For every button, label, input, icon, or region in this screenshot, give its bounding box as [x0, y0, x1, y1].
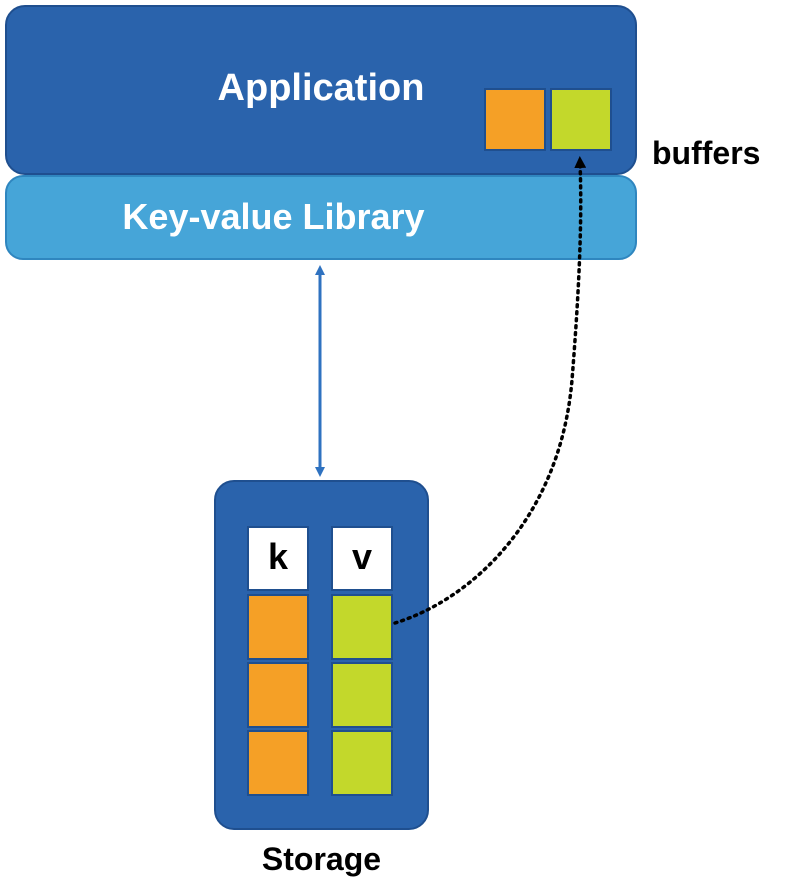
- application-title: Application: [217, 67, 425, 109]
- value-buffer: [550, 88, 612, 151]
- key-column-header: k: [247, 526, 309, 591]
- value-column-header: v: [331, 526, 393, 591]
- key-value-library-title: Key-value Library: [122, 196, 425, 237]
- storage-value-cell: [331, 594, 393, 660]
- storage-key-cell: [247, 594, 309, 660]
- key-buffer: [484, 88, 546, 151]
- storage-key-cell: [247, 730, 309, 796]
- storage-key-cell: [247, 662, 309, 728]
- storage-label: Storage: [261, 841, 382, 877]
- storage-value-cell: [331, 730, 393, 796]
- buffers-label: buffers: [652, 135, 761, 171]
- storage-value-cell: [331, 662, 393, 728]
